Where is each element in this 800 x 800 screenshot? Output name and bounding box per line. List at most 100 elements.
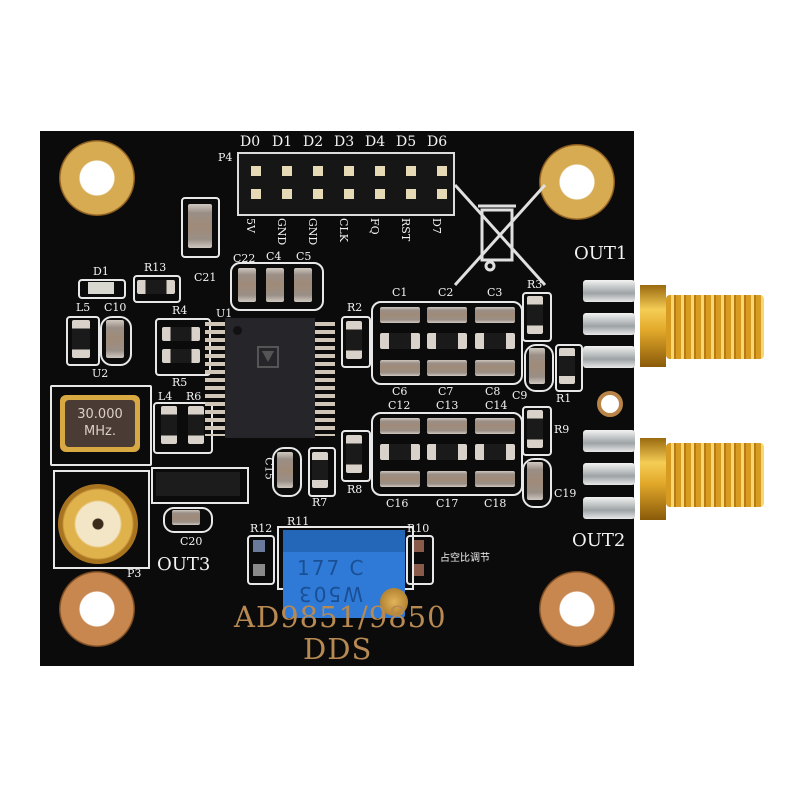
label-u2: U2 <box>92 367 109 380</box>
label-r7: R7 <box>312 496 328 509</box>
r1-outline <box>555 344 583 392</box>
label-c9: C9 <box>512 389 528 402</box>
label-c22: C22 <box>233 252 256 265</box>
label-c1: C1 <box>392 286 408 299</box>
label-c5: C5 <box>296 250 312 263</box>
capacitor-c22 <box>238 268 256 302</box>
sma-out2-connector[interactable] <box>666 443 764 507</box>
l5-outline <box>66 316 100 366</box>
header-pin <box>406 189 416 199</box>
resistor-r13 <box>137 280 175 294</box>
sma-p3-connector[interactable] <box>58 484 138 564</box>
header-pin <box>282 189 292 199</box>
capacitor-c15 <box>277 452 293 488</box>
label-r1: R1 <box>556 392 572 405</box>
resistor-r5 <box>162 349 200 363</box>
header-label-d6: D6 <box>427 134 448 150</box>
r7-outline <box>308 447 336 497</box>
c21-outline <box>181 197 220 258</box>
label-out1: OUT1 <box>574 243 628 264</box>
u1-right-pins <box>315 322 335 436</box>
label-p3: P3 <box>127 567 142 580</box>
r12-outline <box>247 535 275 585</box>
capacitor-c18 <box>475 471 515 487</box>
label-c14: C14 <box>485 399 508 412</box>
capacitor-c10 <box>106 320 124 358</box>
header-pin <box>313 166 323 176</box>
header-label-rst: RST <box>399 218 412 242</box>
c22-c4-c5-outline <box>230 262 324 311</box>
header-pin <box>344 166 354 176</box>
resistor-r4 <box>162 327 200 341</box>
c19-outline <box>522 458 552 508</box>
label-l5: L5 <box>76 301 91 314</box>
capacitor-c17 <box>427 471 467 487</box>
inductor-lower-1 <box>380 444 420 460</box>
label-duty-cycle-cn: 占空比调节 <box>440 553 490 564</box>
label-c8: C8 <box>485 385 501 398</box>
header-label-d1: D1 <box>272 134 293 150</box>
label-out3: OUT3 <box>157 554 211 575</box>
label-r3: R3 <box>527 278 543 291</box>
inductor-upper-1 <box>380 333 420 349</box>
r13-outline <box>133 275 181 303</box>
header-pin <box>406 166 416 176</box>
upper-filter-outline <box>371 301 523 385</box>
header-pin <box>437 189 447 199</box>
capacitor-c19 <box>527 462 543 500</box>
sma-out1-pad-1 <box>583 280 635 302</box>
label-l4: L4 <box>158 390 173 403</box>
r3-outline <box>522 292 552 342</box>
header-label-5v: 5V <box>244 218 257 233</box>
r10-pad-bottom <box>412 564 424 576</box>
resistor-r7 <box>312 452 328 488</box>
label-r10: R10 <box>407 522 430 535</box>
capacitor-c9 <box>529 348 545 384</box>
capacitor-c13 <box>427 418 467 434</box>
led-d1 <box>88 282 114 294</box>
sma-out1-pad-3 <box>583 346 635 368</box>
inductor-upper-3 <box>475 333 515 349</box>
sma-out1-flange[interactable] <box>640 285 666 367</box>
jumper-block[interactable] <box>156 472 240 496</box>
resistor-r3 <box>527 296 543 334</box>
header-label-d5: D5 <box>396 134 417 150</box>
capacitor-c20 <box>172 510 200 525</box>
inductor-lower-2 <box>427 444 467 460</box>
sma-out2-flange[interactable] <box>640 438 666 520</box>
crystal-outline <box>50 385 152 466</box>
label-c4: C4 <box>266 250 282 263</box>
label-c2: C2 <box>438 286 454 299</box>
sma-out1-pad-2 <box>583 313 635 335</box>
label-c3: C3 <box>487 286 503 299</box>
mounting-hole-top-left <box>59 140 135 216</box>
resistor-r9 <box>527 410 543 448</box>
u1-left-pins <box>205 322 225 436</box>
capacitor-c5 <box>294 268 312 302</box>
header-pin <box>282 166 292 176</box>
pot-top-edge <box>283 530 405 552</box>
header-label-clk: CLK <box>337 218 350 242</box>
sma-out1-connector[interactable] <box>666 295 764 359</box>
capacitor-c1 <box>380 307 420 323</box>
c15-outline <box>272 447 302 497</box>
label-c13: C13 <box>436 399 459 412</box>
header-label-d2: D2 <box>303 134 324 150</box>
pin-header-p4[interactable] <box>237 152 455 216</box>
p3-outline <box>53 470 150 569</box>
capacitor-c16 <box>380 471 420 487</box>
capacitor-c8 <box>475 360 515 376</box>
label-out2: OUT2 <box>572 530 626 551</box>
header-label-d7: D7 <box>430 218 443 234</box>
label-c15: C15 <box>262 457 276 480</box>
label-r11: R11 <box>287 515 310 528</box>
r8-outline <box>341 430 371 482</box>
capacitor-c7 <box>427 360 467 376</box>
pot-adjust-screw[interactable] <box>380 588 408 616</box>
header-label-d3: D3 <box>334 134 355 150</box>
resistor-r2 <box>346 321 362 359</box>
label-c7: C7 <box>438 385 454 398</box>
crystal-frequency: 30.000 <box>77 407 123 422</box>
crystal-unit: MHz. <box>84 424 116 439</box>
label-c17: C17 <box>436 497 459 510</box>
